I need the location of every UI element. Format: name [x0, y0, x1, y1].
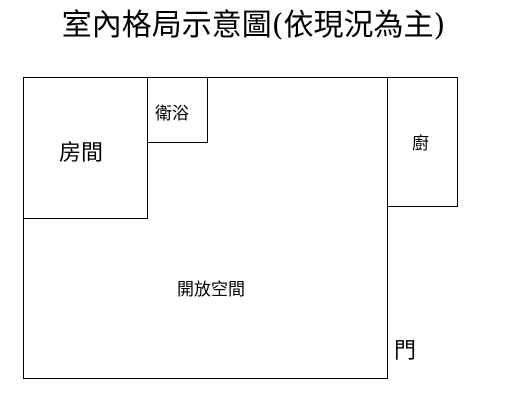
door-label: 門: [394, 339, 417, 364]
bathroom-label: 衛浴: [155, 104, 189, 124]
room-area: [23, 77, 148, 219]
open-space-label: 開放空間: [177, 280, 245, 300]
diagram-title: 室內格局示意圖(依現況為主): [61, 8, 446, 43]
kitchen-area: [387, 77, 458, 207]
bathroom-area: [147, 77, 208, 143]
room-label: 房間: [59, 141, 104, 166]
kitchen-label: 廚: [412, 134, 429, 154]
